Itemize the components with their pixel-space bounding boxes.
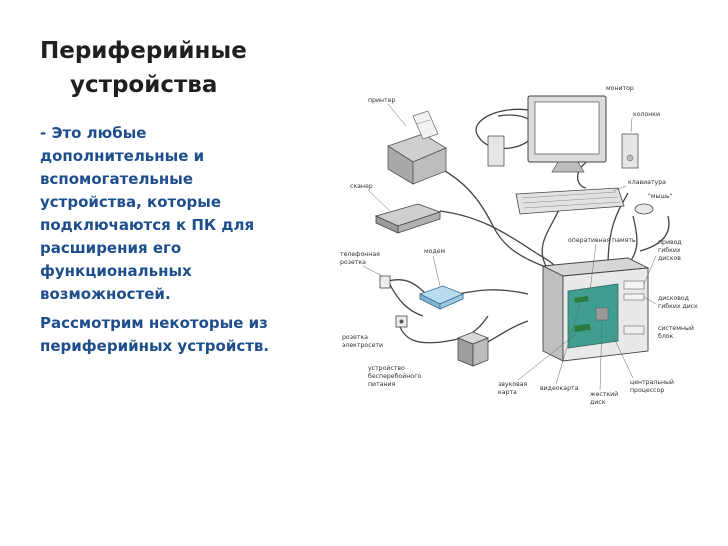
floppy-label-1: привод bbox=[658, 239, 682, 246]
system-unit-icon bbox=[541, 257, 650, 362]
text-line: дополнительные и bbox=[40, 147, 205, 165]
hdd-label-1: жесткий bbox=[590, 390, 618, 398]
text-line: возможностей. bbox=[40, 285, 171, 303]
modem-icon bbox=[418, 285, 465, 310]
body-text: - Это любые дополнительные и вспомогател… bbox=[40, 122, 330, 358]
cpu-label-2: процессор bbox=[630, 387, 664, 394]
modem-label: модем bbox=[424, 248, 446, 255]
ups-label-1: устройство bbox=[368, 364, 405, 372]
phone-socket-icon bbox=[379, 275, 391, 289]
video-card-label: видеокарта bbox=[540, 385, 579, 392]
text-line: расширения его bbox=[40, 239, 182, 257]
text-line: - Это любые bbox=[40, 124, 147, 142]
cpu-label-1: центральный bbox=[630, 378, 674, 386]
text-line: вспомогательные bbox=[40, 170, 194, 188]
cd-label-1: дисковод bbox=[658, 295, 689, 302]
monitor-label: монитор bbox=[606, 85, 634, 92]
sound-card-label-2: карта bbox=[498, 389, 517, 396]
keyboard-label: клавиатура bbox=[628, 179, 666, 186]
power-socket-icon bbox=[395, 315, 408, 328]
text-line: подключаются к ПК для bbox=[40, 216, 255, 234]
printer-icon bbox=[387, 110, 447, 185]
ups-label-2: бесперебойного bbox=[368, 372, 421, 380]
speakers-label: колонки bbox=[633, 111, 660, 118]
phone-socket-label-1: телефонная bbox=[340, 251, 380, 258]
cd-label-2: гибких дисков bbox=[658, 302, 698, 310]
speakers-icon bbox=[487, 133, 639, 169]
monitor-icon bbox=[527, 95, 607, 173]
scanner-label: сканер bbox=[350, 183, 373, 190]
definition-paragraph: - Это любые дополнительные и вспомогател… bbox=[40, 122, 330, 306]
keyboard-icon bbox=[515, 187, 625, 215]
floppy-label-2: гибких bbox=[658, 246, 681, 254]
text-line: функциональных bbox=[40, 262, 192, 280]
intro-paragraph: Рассмотрим некоторые из периферийных уст… bbox=[40, 312, 330, 358]
printer-label: принтер bbox=[368, 97, 395, 104]
ups-icon bbox=[456, 331, 490, 367]
slide-title: Периферийные устройства bbox=[40, 34, 340, 102]
ram-label: оперативная память bbox=[568, 237, 636, 244]
system-unit-label-2: блок bbox=[658, 332, 674, 340]
mouse-icon bbox=[634, 203, 654, 215]
mouse-label: "мышь" bbox=[648, 193, 673, 200]
sound-card-label-1: звуковая bbox=[498, 381, 528, 388]
power-socket-label-2: электросети bbox=[342, 342, 383, 349]
phone-socket-label-2: розетка bbox=[340, 259, 366, 266]
text-line: Рассмотрим некоторые из bbox=[40, 314, 268, 332]
peripherals-diagram: принтер монитор колонки клавиатура bbox=[340, 85, 698, 406]
scanner-icon bbox=[374, 203, 442, 234]
title-line-2: устройства bbox=[70, 72, 218, 98]
power-socket-label-1: розетка bbox=[342, 334, 368, 341]
title-line-1: Периферийные bbox=[40, 38, 247, 64]
text-line: периферийных устройств. bbox=[40, 337, 270, 355]
hdd-label-2: диск bbox=[590, 399, 606, 406]
text-line: устройства, которые bbox=[40, 193, 221, 211]
system-unit-label-1: системный bbox=[658, 324, 694, 332]
ups-label-3: питания bbox=[368, 381, 396, 388]
floppy-label-3: дисков bbox=[658, 255, 681, 262]
